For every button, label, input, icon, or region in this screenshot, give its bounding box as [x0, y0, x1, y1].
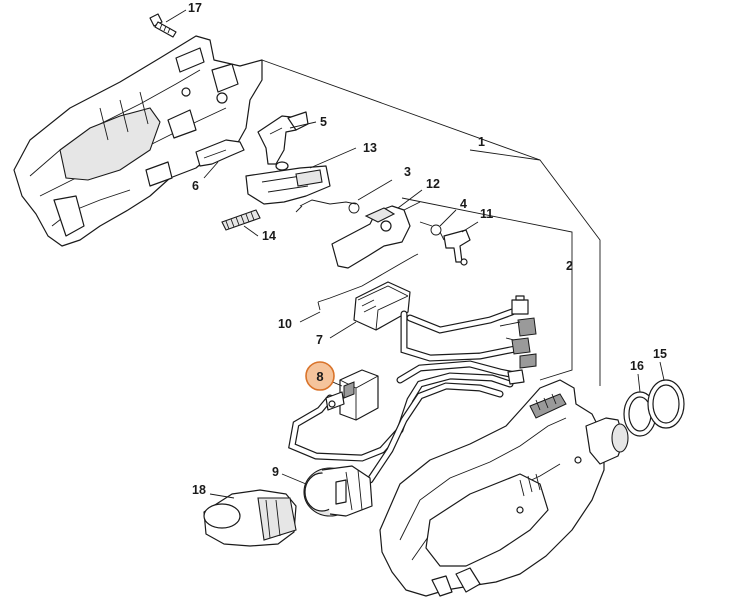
- callout-15: 15: [653, 347, 667, 361]
- switch-part: [325, 369, 379, 421]
- callout-6: 6: [192, 179, 199, 193]
- callout-4: 4: [460, 197, 467, 211]
- leader-line: [357, 179, 393, 201]
- screw-part: [149, 13, 177, 38]
- socket-part: [303, 465, 373, 517]
- callout-2: 2: [566, 259, 573, 273]
- electronic-module-part: [353, 281, 411, 331]
- callout-14: 14: [262, 229, 276, 243]
- spring-part: [221, 209, 261, 231]
- connecting-rod-part: [317, 253, 419, 311]
- callout-10: 10: [278, 317, 292, 331]
- leader-line: [281, 473, 307, 485]
- callout-17: 17: [188, 1, 202, 15]
- leader-line: [165, 9, 187, 23]
- lever-part: [195, 139, 245, 167]
- callout-3: 3: [404, 165, 411, 179]
- leader-line: [209, 493, 235, 499]
- highlight-circle: [305, 361, 335, 391]
- wire-spring-part: [295, 199, 360, 214]
- leader-line: [439, 209, 457, 227]
- seal-ring-part: [623, 379, 685, 437]
- callout-18: 18: [192, 483, 206, 497]
- leader-line: [299, 311, 321, 323]
- latch-part: [331, 201, 421, 269]
- leader-line: [289, 121, 317, 129]
- leader-line: [469, 149, 541, 161]
- contact-part: [443, 229, 471, 266]
- cap-part: [203, 489, 297, 547]
- callout-16: 16: [630, 359, 644, 373]
- leader-line: [329, 321, 357, 339]
- trigger-bracket-part: [257, 111, 309, 171]
- housing-half-shell: [13, 35, 263, 247]
- assembly-bracket-line: [261, 59, 601, 386]
- callout-11: 11: [480, 207, 493, 221]
- wiring-harness-part: [288, 295, 537, 484]
- leader-line: [397, 189, 423, 209]
- assembly-bracket-line: [401, 197, 573, 381]
- callout-8: 8: [316, 369, 323, 384]
- callout-1: 1: [478, 135, 485, 149]
- callout-12: 12: [426, 177, 440, 191]
- slider-part: [245, 165, 331, 205]
- callout-5: 5: [320, 115, 327, 129]
- callout-7: 7: [316, 333, 323, 347]
- torsion-spring-part: [419, 221, 445, 241]
- leader-line: [659, 361, 665, 381]
- callout-13: 13: [363, 141, 377, 155]
- callout-9: 9: [272, 465, 279, 479]
- handle-housing-part: [379, 379, 629, 597]
- leader-line: [461, 221, 479, 233]
- leader-line: [243, 225, 259, 237]
- leader-line: [637, 373, 641, 393]
- leader-line: [203, 161, 219, 179]
- highlighted-callout-8[interactable]: 8: [305, 361, 335, 391]
- leader-line: [309, 147, 357, 169]
